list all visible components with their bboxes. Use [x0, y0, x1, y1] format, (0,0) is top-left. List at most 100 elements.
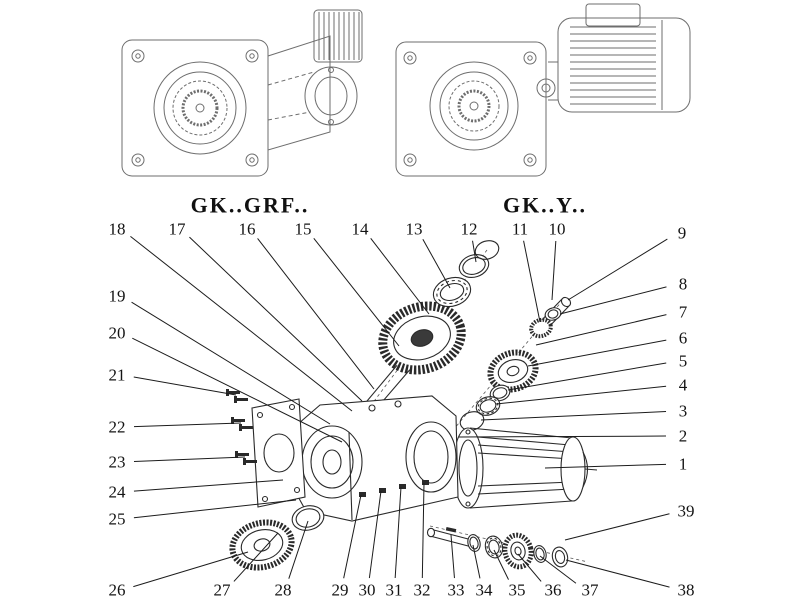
output-gear [229, 519, 295, 571]
leader-line-21 [133, 376, 237, 396]
callout-32: 32 [414, 581, 431, 600]
callout-38: 38 [678, 581, 695, 600]
leader-line-7 [535, 314, 667, 346]
leader-line-27 [233, 532, 279, 582]
leader-line-28 [288, 520, 309, 579]
callout-8: 8 [679, 275, 688, 294]
leader-line-14 [370, 238, 430, 315]
callout-35: 35 [509, 581, 526, 600]
leader-line-12 [472, 240, 477, 263]
leader-line-2 [458, 435, 667, 438]
callout-11: 11 [512, 220, 528, 239]
leader-line-36 [517, 553, 542, 582]
callout-25: 25 [109, 510, 126, 529]
intermediate-gear-set [459, 349, 539, 431]
callout-4: 4 [679, 376, 688, 395]
leader-line-37 [539, 555, 577, 584]
callout-7: 7 [679, 303, 688, 322]
shaft-bearing-front [484, 535, 504, 559]
output-shaft-set [426, 527, 569, 570]
callout-30: 30 [359, 581, 376, 600]
callout-5: 5 [679, 352, 688, 371]
gearbox-motor-drawing-y [395, 3, 691, 177]
callout-26: 26 [109, 581, 126, 600]
cover-bolts [226, 389, 257, 465]
gear-housing [295, 395, 459, 522]
leader-line-10 [551, 240, 557, 301]
callout-21: 21 [109, 366, 126, 385]
output-shim-ring [291, 505, 325, 531]
exploded-view [226, 240, 598, 571]
leader-line-32 [421, 482, 425, 579]
leader-line-17 [189, 236, 363, 402]
leader-line-31 [394, 486, 402, 579]
input-gear-set [359, 240, 500, 417]
callout-34: 34 [476, 581, 494, 600]
callout-1: 1 [679, 455, 688, 474]
callout-31: 31 [386, 581, 403, 600]
callout-29: 29 [332, 581, 349, 600]
callout-20: 20 [109, 324, 126, 343]
output-cover-plate [251, 398, 306, 508]
leader-line-15 [313, 237, 400, 347]
leader-line-22 [133, 422, 242, 428]
leader-line-5 [507, 362, 667, 391]
leader-line-34 [472, 544, 481, 579]
callout-33: 33 [448, 581, 465, 600]
input-pinion-set [529, 296, 572, 339]
leader-line-20 [132, 337, 343, 443]
callout-6: 6 [679, 329, 688, 348]
leader-line-35 [493, 549, 509, 580]
leader-line-3 [480, 411, 667, 421]
callout-24: 24 [109, 483, 127, 502]
model-label-y: GK..Y.. [503, 193, 587, 218]
input-fin-block [313, 9, 363, 63]
callout-36: 36 [545, 581, 562, 600]
leader-line-9 [567, 238, 668, 301]
callout-19: 19 [109, 287, 126, 306]
motor-sketch [548, 3, 691, 113]
shaft-bearing-rear [551, 546, 569, 568]
leader-line-13 [422, 239, 451, 289]
model-label-grf: GK..GRF.. [191, 193, 310, 218]
leader-line-30 [368, 490, 382, 579]
input-seal-ring [458, 254, 490, 278]
input-bearing [432, 276, 472, 308]
callout-18: 18 [109, 220, 126, 239]
callout-3: 3 [679, 402, 688, 421]
motor [452, 427, 598, 509]
callout-39: 39 [678, 502, 695, 521]
callout-23: 23 [109, 453, 126, 472]
callout-9: 9 [678, 224, 687, 243]
leader-line-24 [133, 479, 284, 492]
snap-ring [474, 240, 500, 260]
leader-line-4 [495, 385, 667, 405]
shaft-gear [502, 532, 534, 570]
leader-line-6 [527, 339, 667, 367]
callout-2: 2 [679, 427, 688, 446]
leader-line-8 [559, 286, 667, 315]
callout-10: 10 [549, 220, 566, 239]
leader-line-29 [343, 494, 362, 579]
leader-line-33 [450, 534, 455, 579]
flange-fasteners [359, 480, 429, 497]
leader-line-23 [133, 456, 246, 463]
leader-line-19 [131, 301, 331, 425]
callout-27: 27 [214, 581, 232, 600]
leader-line-39 [564, 513, 670, 541]
mid-bearing [475, 396, 501, 416]
leader-line-25 [133, 499, 297, 519]
callout-13: 13 [406, 220, 423, 239]
callout-22: 22 [109, 418, 126, 437]
callout-15: 15 [295, 220, 312, 239]
spacer-ring [459, 411, 485, 431]
callout-17: 17 [169, 220, 187, 239]
leader-line-38 [565, 559, 670, 588]
callout-37: 37 [582, 581, 600, 600]
leader-line-1 [544, 463, 667, 469]
leader-line-18 [130, 235, 353, 412]
callout-28: 28 [275, 581, 292, 600]
leader-line-11 [523, 240, 541, 323]
